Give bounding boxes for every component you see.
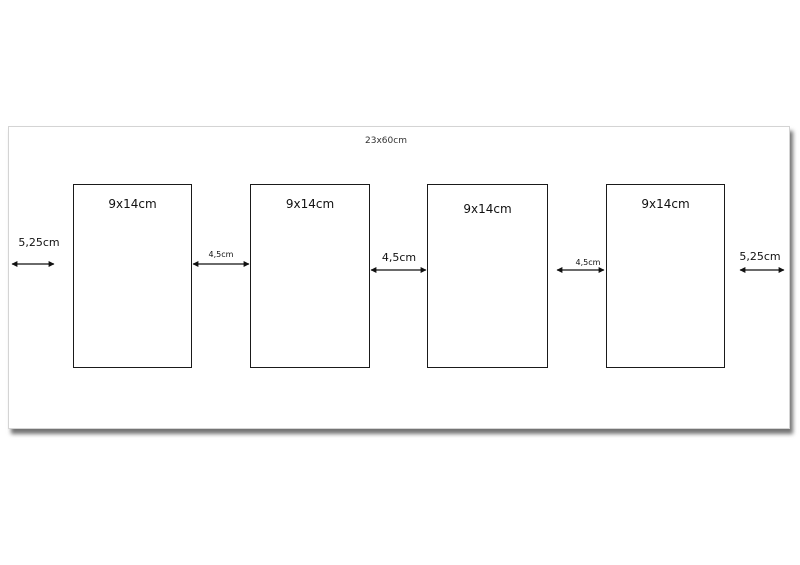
- gap-1-label: 4,5cm: [208, 250, 234, 259]
- photo-frame-2: 9x14cm: [250, 184, 370, 368]
- frame-2-size-label: 9x14cm: [285, 197, 335, 211]
- photo-frame-1: 9x14cm: [73, 184, 192, 368]
- left-margin-label: 5,25cm: [18, 236, 60, 249]
- frame-1-size-label: 9x14cm: [108, 197, 157, 211]
- right-margin-label: 5,25cm: [739, 250, 781, 263]
- photo-frame-3: 9x14cm: [427, 184, 548, 368]
- frame-3-size-label: 9x14cm: [463, 202, 512, 216]
- gap-2-label: 4,5cm: [381, 251, 417, 264]
- gap-3-label: 4,5cm: [575, 258, 601, 267]
- frame-4-size-label: 9x14cm: [641, 197, 690, 211]
- photo-frame-4: 9x14cm: [606, 184, 725, 368]
- board-size-label: 23x60cm: [365, 136, 407, 146]
